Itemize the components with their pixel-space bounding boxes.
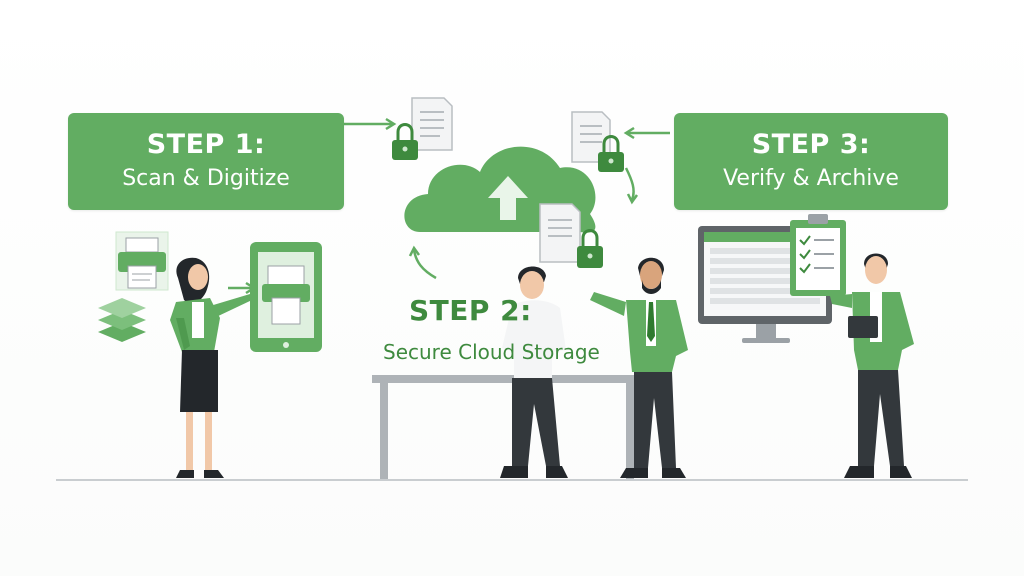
document-icon	[411, 97, 453, 151]
document-icon	[539, 203, 581, 263]
padlock-icon	[577, 229, 603, 268]
padlock-icon	[598, 135, 624, 172]
tablet-scan-icon	[250, 242, 322, 352]
arrow-icon	[228, 117, 670, 295]
clipboard-checklist-icon	[790, 214, 846, 296]
table	[372, 375, 642, 479]
step-2-title: STEP 2:	[409, 294, 532, 327]
person-man-beard	[590, 257, 688, 478]
step-3-subtitle: Verify & Archive	[723, 166, 899, 191]
document-icon	[571, 111, 611, 163]
step-3-box: STEP 3: Verify & Archive	[674, 113, 948, 210]
person-woman	[170, 257, 252, 478]
step-2-subtitle: Secure Cloud Storage	[383, 340, 600, 364]
step-1-title: STEP 1:	[146, 129, 266, 160]
step-1-subtitle: Scan & Digitize	[122, 166, 290, 191]
person-man-tablet	[830, 253, 914, 478]
printer-icon	[115, 231, 169, 291]
padlock-icon	[392, 123, 418, 160]
document-stack-icon	[98, 298, 146, 342]
person-man-white-shirt	[500, 266, 568, 478]
step-3-title: STEP 3:	[751, 129, 871, 160]
step-1-box: STEP 1: Scan & Digitize	[68, 113, 344, 210]
